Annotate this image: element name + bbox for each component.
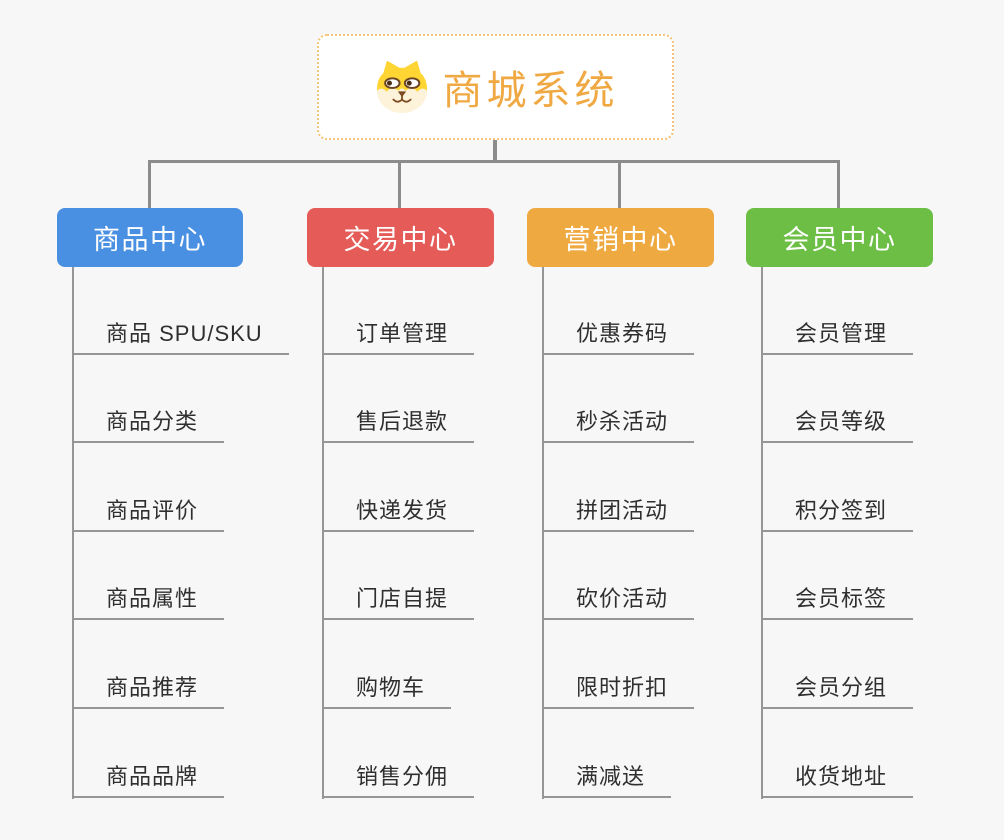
sub-topic[interactable]: 销售分佣: [322, 766, 475, 798]
sub-topic[interactable]: 拼团活动: [542, 500, 695, 532]
sub-topic[interactable]: 商品 SPU/SKU: [72, 323, 289, 355]
sub-topic[interactable]: 商品品牌: [72, 766, 225, 798]
sub-topic[interactable]: 会员分组: [761, 677, 914, 709]
sub-topic[interactable]: 购物车: [322, 677, 452, 709]
connector-line: [322, 267, 324, 799]
connector-line: [398, 160, 401, 210]
sub-topic[interactable]: 积分签到: [761, 500, 914, 532]
branch-label: 交易中心: [343, 225, 458, 255]
connector-line: [618, 160, 621, 210]
sub-topic[interactable]: 快递发货: [322, 500, 475, 532]
connector-line: [542, 267, 544, 799]
sub-topic[interactable]: 会员管理: [761, 323, 914, 355]
sub-topic[interactable]: 秒杀活动: [542, 411, 695, 443]
branch-label: 商品中心: [93, 225, 207, 255]
sub-topic[interactable]: 售后退款: [322, 411, 475, 443]
branch-label: 会员中心: [782, 225, 897, 255]
dog-face-icon: [376, 60, 427, 114]
sub-topic[interactable]: 门店自提: [322, 588, 475, 620]
root-topic-label: 商城系统: [442, 69, 619, 113]
sub-topic[interactable]: 限时折扣: [542, 677, 695, 709]
branch-node-trade-center[interactable]: 交易中心: [307, 208, 494, 267]
sub-topic[interactable]: 商品评价: [72, 500, 225, 532]
connector-line: [837, 160, 840, 210]
connector-line: [148, 160, 840, 163]
sub-topic[interactable]: 商品分类: [72, 411, 225, 443]
sub-topic[interactable]: 商品推荐: [72, 677, 225, 709]
sub-topic[interactable]: 砍价活动: [542, 588, 695, 620]
sub-topic[interactable]: 会员标签: [761, 588, 914, 620]
root-topic-node[interactable]: 商城系统: [317, 34, 674, 140]
branch-node-product-center[interactable]: 商品中心: [57, 208, 243, 267]
branch-node-marketing-center[interactable]: 营销中心: [527, 208, 714, 267]
branch-node-member-center[interactable]: 会员中心: [746, 208, 933, 267]
sub-topic[interactable]: 满减送: [542, 766, 672, 798]
sub-topic[interactable]: 订单管理: [322, 323, 475, 355]
connector-line: [761, 267, 763, 799]
sub-topic[interactable]: 商品属性: [72, 588, 225, 620]
sub-topic[interactable]: 优惠券码: [542, 323, 695, 355]
connector-line: [493, 140, 497, 162]
connector-line: [72, 267, 74, 799]
branch-label: 营销中心: [563, 225, 678, 255]
connector-line: [148, 160, 151, 210]
sub-topic[interactable]: 收货地址: [761, 766, 914, 798]
sub-topic[interactable]: 会员等级: [761, 411, 914, 443]
